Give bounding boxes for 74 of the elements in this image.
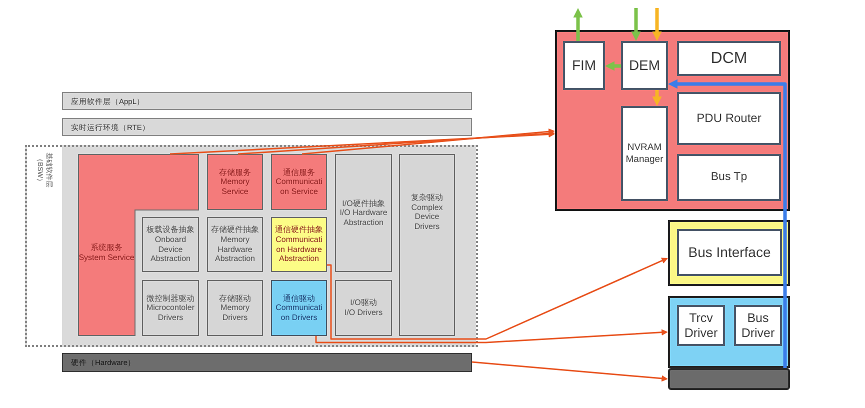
arrow bbox=[652, 8, 662, 41]
layer-region bbox=[25, 145, 478, 347]
module-box bbox=[207, 154, 263, 210]
layer-bar bbox=[62, 118, 472, 136]
module-label: I/O驱动 bbox=[350, 298, 377, 308]
arrow bbox=[631, 8, 641, 41]
module-box bbox=[399, 154, 455, 336]
module-label: Microcontoler Drivers bbox=[145, 303, 196, 322]
arrow bbox=[302, 128, 555, 155]
module-box bbox=[271, 280, 327, 336]
arrow bbox=[668, 79, 787, 368]
module-label: Trcv Driver bbox=[683, 310, 719, 340]
module-box bbox=[78, 154, 199, 336]
container-box bbox=[668, 220, 790, 286]
module-box bbox=[677, 92, 781, 145]
container-box bbox=[668, 296, 790, 368]
module-label: Memory Service bbox=[220, 177, 250, 196]
module-label: DCM bbox=[710, 48, 748, 68]
module-box bbox=[142, 217, 199, 272]
arrow bbox=[238, 130, 555, 155]
module-box bbox=[677, 154, 781, 201]
module-label: Communication Drivers bbox=[274, 303, 324, 322]
module-label: I/O Hardware Abstraction bbox=[338, 208, 388, 228]
base-bar bbox=[668, 368, 790, 390]
module-label: 板载设备抽象 bbox=[146, 225, 194, 235]
module-label: Bus Interface bbox=[688, 244, 771, 261]
module-label: DEM bbox=[628, 57, 660, 74]
module-box bbox=[563, 41, 605, 90]
arrow bbox=[170, 131, 555, 155]
module-label: 通信驱动 bbox=[283, 294, 315, 304]
layer-bar bbox=[62, 92, 472, 110]
module-box bbox=[621, 106, 668, 201]
module-label: 复杂驱动 bbox=[411, 193, 443, 203]
module-box bbox=[335, 280, 392, 336]
module-box bbox=[207, 217, 263, 272]
module-label: Memory Drivers bbox=[220, 303, 250, 322]
module-box bbox=[677, 229, 782, 276]
module-label: I/O Drivers bbox=[344, 308, 383, 318]
module-label: 存储服务 bbox=[219, 168, 251, 178]
arrow bbox=[315, 329, 668, 344]
module-label: NVRAM Manager bbox=[625, 142, 664, 165]
module-label: FIM bbox=[572, 57, 596, 74]
module-label: Bus Driver bbox=[740, 310, 776, 340]
module-label: Memory Hardware Abstraction bbox=[214, 234, 256, 264]
module-label: 存储驱动 bbox=[219, 294, 251, 304]
module-label: I/O硬件抽象 bbox=[342, 198, 385, 208]
module-label: Bus Tp bbox=[710, 170, 748, 184]
module-box bbox=[677, 41, 781, 76]
module-box bbox=[271, 154, 327, 210]
arrow bbox=[573, 8, 583, 41]
module-box bbox=[677, 305, 725, 346]
module-box bbox=[621, 41, 668, 90]
arrow bbox=[472, 361, 668, 382]
module-label: Complex Device Drivers bbox=[410, 202, 444, 232]
module-box bbox=[335, 154, 392, 272]
module-label: PDU Router bbox=[696, 111, 762, 126]
module-label: 通信硬件抽象 bbox=[275, 225, 323, 235]
arrow bbox=[652, 90, 662, 106]
module-box bbox=[734, 305, 782, 346]
module-label: Onboard Device Abstraction bbox=[149, 234, 192, 264]
module-box bbox=[271, 217, 327, 272]
module-label: 系统服务 bbox=[90, 243, 122, 253]
layer-bar bbox=[62, 353, 472, 372]
arrow bbox=[326, 258, 668, 340]
module-box bbox=[142, 280, 199, 336]
container-box bbox=[555, 30, 790, 211]
module-box bbox=[207, 280, 263, 336]
module-label: Communication Hardware Abstraction bbox=[274, 234, 324, 264]
module-label: 存储硬件抽象 bbox=[211, 225, 259, 235]
module-label: 微控制器驱动 bbox=[146, 294, 194, 304]
module-label: Communication Service bbox=[274, 177, 324, 196]
module-label: 通信服务 bbox=[283, 168, 315, 178]
arrow bbox=[605, 61, 621, 71]
module-label: System Service bbox=[78, 253, 134, 263]
